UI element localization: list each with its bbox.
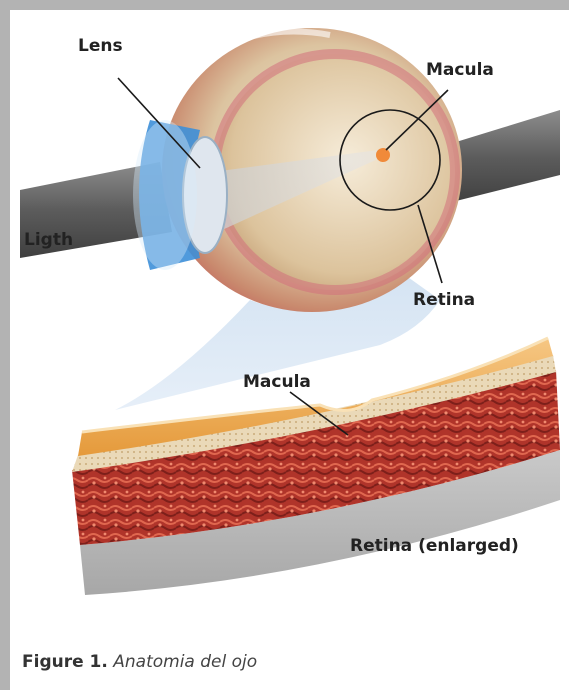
macula-section-label: Macula bbox=[243, 372, 311, 392]
figure-number: Figure 1. bbox=[22, 652, 108, 672]
figure-title: Anatomia del ojo bbox=[113, 652, 257, 672]
retina-label: Retina bbox=[413, 290, 475, 310]
light-label: Ligth bbox=[24, 230, 73, 250]
retina-enlarged-label: Retina (enlarged) bbox=[350, 536, 519, 556]
lens-label: Lens bbox=[78, 36, 123, 56]
macula-spot bbox=[376, 148, 390, 162]
figure-caption: Figure 1. Anatomia del ojo bbox=[22, 652, 257, 672]
macula-label: Macula bbox=[426, 60, 494, 80]
